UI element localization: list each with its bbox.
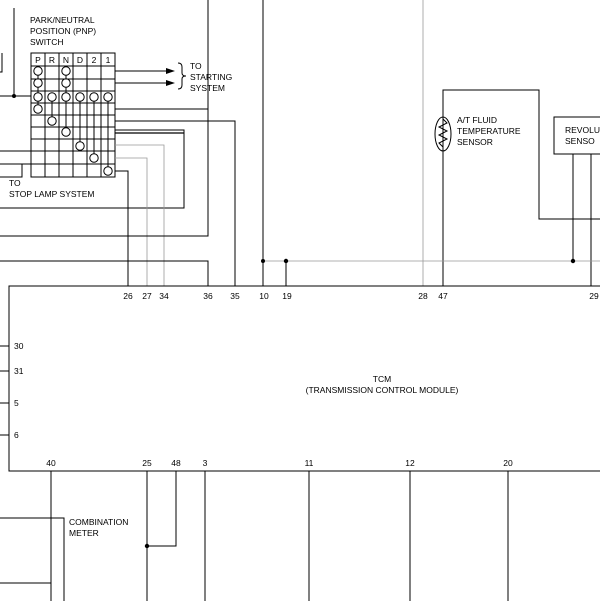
- fluid-sensor-label-1: A/T FLUID: [457, 115, 497, 125]
- fluid-sensor-label-3: SENSOR: [457, 137, 493, 147]
- tcm-pin-27: 27: [142, 291, 152, 301]
- pnp-switch-title-2: POSITION (PNP): [30, 26, 96, 36]
- tcm-pin-28: 28: [418, 291, 428, 301]
- tcm-pin-36: 36: [203, 291, 213, 301]
- pnp-position-r: R: [49, 55, 55, 65]
- starting-system-label-1: STARTING: [190, 72, 232, 82]
- stop-lamp: TO STOP LAMP SYSTEM: [0, 129, 185, 209]
- tcm-pin-25: 25: [142, 458, 152, 468]
- tcm-pin-35: 35: [230, 291, 240, 301]
- combination-meter-label-1: COMBINATION: [69, 517, 128, 527]
- pnp-grid-cols: [44, 53, 102, 177]
- stop-lamp-label-2: STOP LAMP SYSTEM: [9, 189, 95, 199]
- left-wires: [0, 8, 16, 98]
- tcm-pin-40: 40: [46, 458, 56, 468]
- tcm-pin-12: 12: [405, 458, 415, 468]
- tcm-pin-34: 34: [159, 291, 169, 301]
- tcm-pin-48: 48: [171, 458, 181, 468]
- tcm-pin-29: 29: [589, 291, 599, 301]
- revolution-sensor-label-1: REVOLU: [565, 125, 600, 135]
- bottom-wires: COMBINATION METER: [0, 471, 509, 601]
- revolution-sensor-label-2: SENSO: [565, 136, 595, 146]
- switch-to-tcm-wires: [0, 0, 424, 286]
- pnp-internal-links: [37, 75, 109, 167]
- pnp-position-d: D: [77, 55, 83, 65]
- fluid-temperature-sensor: A/T FLUID TEMPERATURE SENSOR: [434, 89, 600, 286]
- tcm-full-name: (TRANSMISSION CONTROL MODULE): [306, 385, 459, 395]
- tcm-pin-26: 26: [123, 291, 133, 301]
- pnp-switch-title-1: PARK/NEUTRAL: [30, 15, 95, 25]
- pnp-switch-title-3: SWITCH: [30, 37, 64, 47]
- tcm-pin-19: 19: [282, 291, 292, 301]
- combination-meter-label-2: METER: [69, 528, 99, 538]
- tcm-pin-10: 10: [259, 291, 269, 301]
- tcm-label: TCM: [373, 374, 391, 384]
- tcm-pin-6: 6: [14, 430, 19, 440]
- pnp-position-p: P: [35, 55, 41, 65]
- tcm-pin-31: 31: [14, 366, 24, 376]
- stop-lamp-label-1: TO: [9, 178, 21, 188]
- revolution-sensor: REVOLU SENSO: [261, 116, 600, 286]
- fluid-sensor-label-2: TEMPERATURE: [457, 126, 521, 136]
- tcm-pin-3: 3: [203, 458, 208, 468]
- tcm-pin-47: 47: [438, 291, 448, 301]
- tcm-pin-30: 30: [14, 341, 24, 351]
- pnp-position-n: N: [63, 55, 69, 65]
- to-starting-label: TO: [190, 61, 202, 71]
- pnp-switch: PARK/NEUTRAL POSITION (PNP) SWITCH P R N…: [0, 15, 232, 178]
- tcm-module: TCM (TRANSMISSION CONTROL MODULE) 26 27 …: [0, 285, 600, 472]
- tcm-pin-11: 11: [305, 458, 314, 468]
- tcm-pin-20: 20: [503, 458, 513, 468]
- pnp-position-2: 2: [92, 55, 97, 65]
- starting-system-label-2: SYSTEM: [190, 83, 225, 93]
- tcm-pin-5: 5: [14, 398, 19, 408]
- pnp-position-1: 1: [106, 55, 111, 65]
